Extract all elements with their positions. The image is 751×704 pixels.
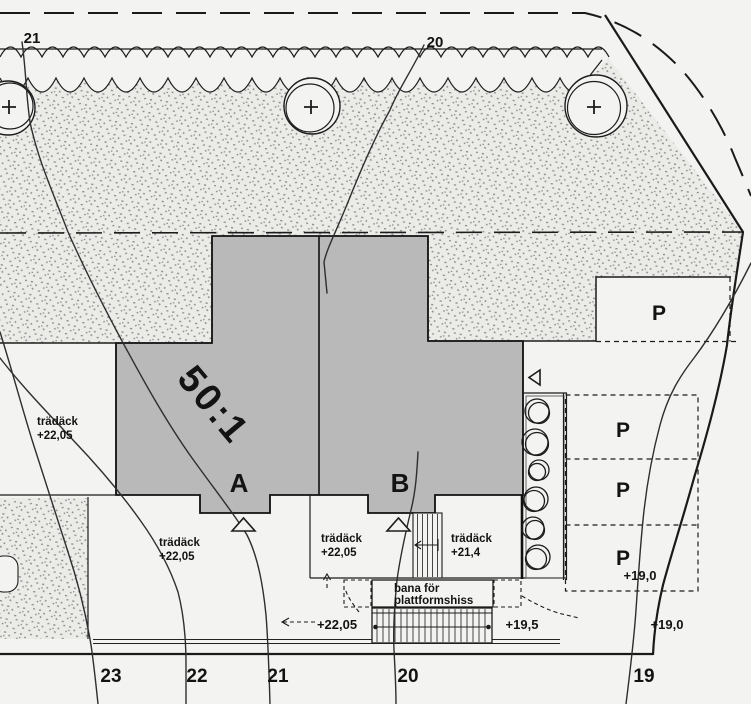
property-boundary-east (604, 14, 745, 656)
svg-text:+21,4: +21,4 (451, 547, 481, 559)
contour-line-20-lower (392, 451, 419, 704)
svg-text:plattformshiss: plattformshiss (394, 595, 473, 607)
planting-area-north (0, 58, 743, 343)
contour-line-21 (21, 41, 271, 704)
platform-lift-run (371, 579, 494, 608)
entrance-triangle-a (230, 516, 257, 532)
svg-text:+22,05: +22,05 (37, 430, 73, 442)
deck-label-east: trädäck +21,4 (451, 533, 493, 559)
parking-bay-north (595, 276, 737, 343)
svg-text:bana för: bana för (394, 583, 440, 595)
svg-text:trädäck: trädäck (37, 416, 79, 428)
terrain-notch (0, 555, 19, 593)
contour-label-19: 19 (633, 666, 654, 687)
svg-text:+22,05: +22,05 (159, 551, 195, 563)
shrub-symbols (521, 398, 551, 571)
entrance-triangle-east (527, 368, 541, 387)
svg-text:trädäck: trädäck (451, 533, 493, 545)
parking-label-north: P (652, 302, 666, 325)
parking-label-3: P (616, 547, 630, 570)
elevation-entry-east: +19,0 (651, 617, 684, 632)
parking-label-2: P (616, 479, 630, 502)
shrub-bed (522, 392, 568, 580)
stair-direction-arrow-icon (414, 539, 439, 551)
hedge-band (0, 40, 602, 92)
contour-label-22: 22 (186, 666, 207, 687)
contour-label-top-21: 21 (24, 30, 41, 47)
elevation-path-west: +22,05 (317, 617, 357, 632)
contour-line-20-upper (323, 44, 425, 294)
contour-label-20: 20 (397, 666, 418, 687)
contour-label-23: 23 (100, 666, 121, 687)
site-boundary-dashed (0, 12, 751, 197)
contour-line-23 (0, 331, 99, 704)
tree-symbol (283, 77, 341, 135)
deck-label-west: trädäck +22,05 (37, 416, 79, 442)
contour-line-19 (625, 262, 751, 704)
stair-between-decks (412, 512, 443, 579)
lift-pad-east (493, 579, 522, 608)
unit-a-label: A (230, 468, 249, 498)
parking-grid (564, 394, 699, 592)
main-stair (371, 607, 493, 644)
svg-text:trädäck: trädäck (321, 533, 363, 545)
parking-label-1: P (616, 419, 630, 442)
unit-b-label: B (391, 468, 410, 498)
route-annotation-east (521, 595, 580, 619)
setback-dashed-line (0, 231, 743, 234)
deck-label-south-b: trädäck +22,05 (321, 533, 363, 559)
contour-label-top-20: 20 (427, 34, 444, 51)
tree-center-cross-icon (2, 100, 16, 114)
platform-lift-label: bana för plattformshiss (394, 583, 473, 607)
hedge-scallop-upper (0, 46, 610, 59)
lift-pad-west (343, 579, 372, 608)
tree-center-cross-icon (587, 100, 601, 114)
elevation-path-east: +19,5 (506, 617, 539, 632)
elevation-parking: +19,0 (624, 568, 657, 583)
contour-line-22 (0, 357, 187, 704)
contour-label-21: 21 (267, 666, 289, 687)
tree-symbol (0, 80, 36, 136)
svg-text:trädäck: trädäck (159, 537, 201, 549)
route-annotation-west (280, 572, 360, 627)
deck-label-south-a: trädäck +22,05 (159, 537, 201, 563)
tree-symbol (564, 74, 628, 138)
tree-center-cross-icon (304, 100, 318, 114)
svg-text:+22,05: +22,05 (321, 547, 357, 559)
entrance-triangle-b (385, 516, 412, 532)
